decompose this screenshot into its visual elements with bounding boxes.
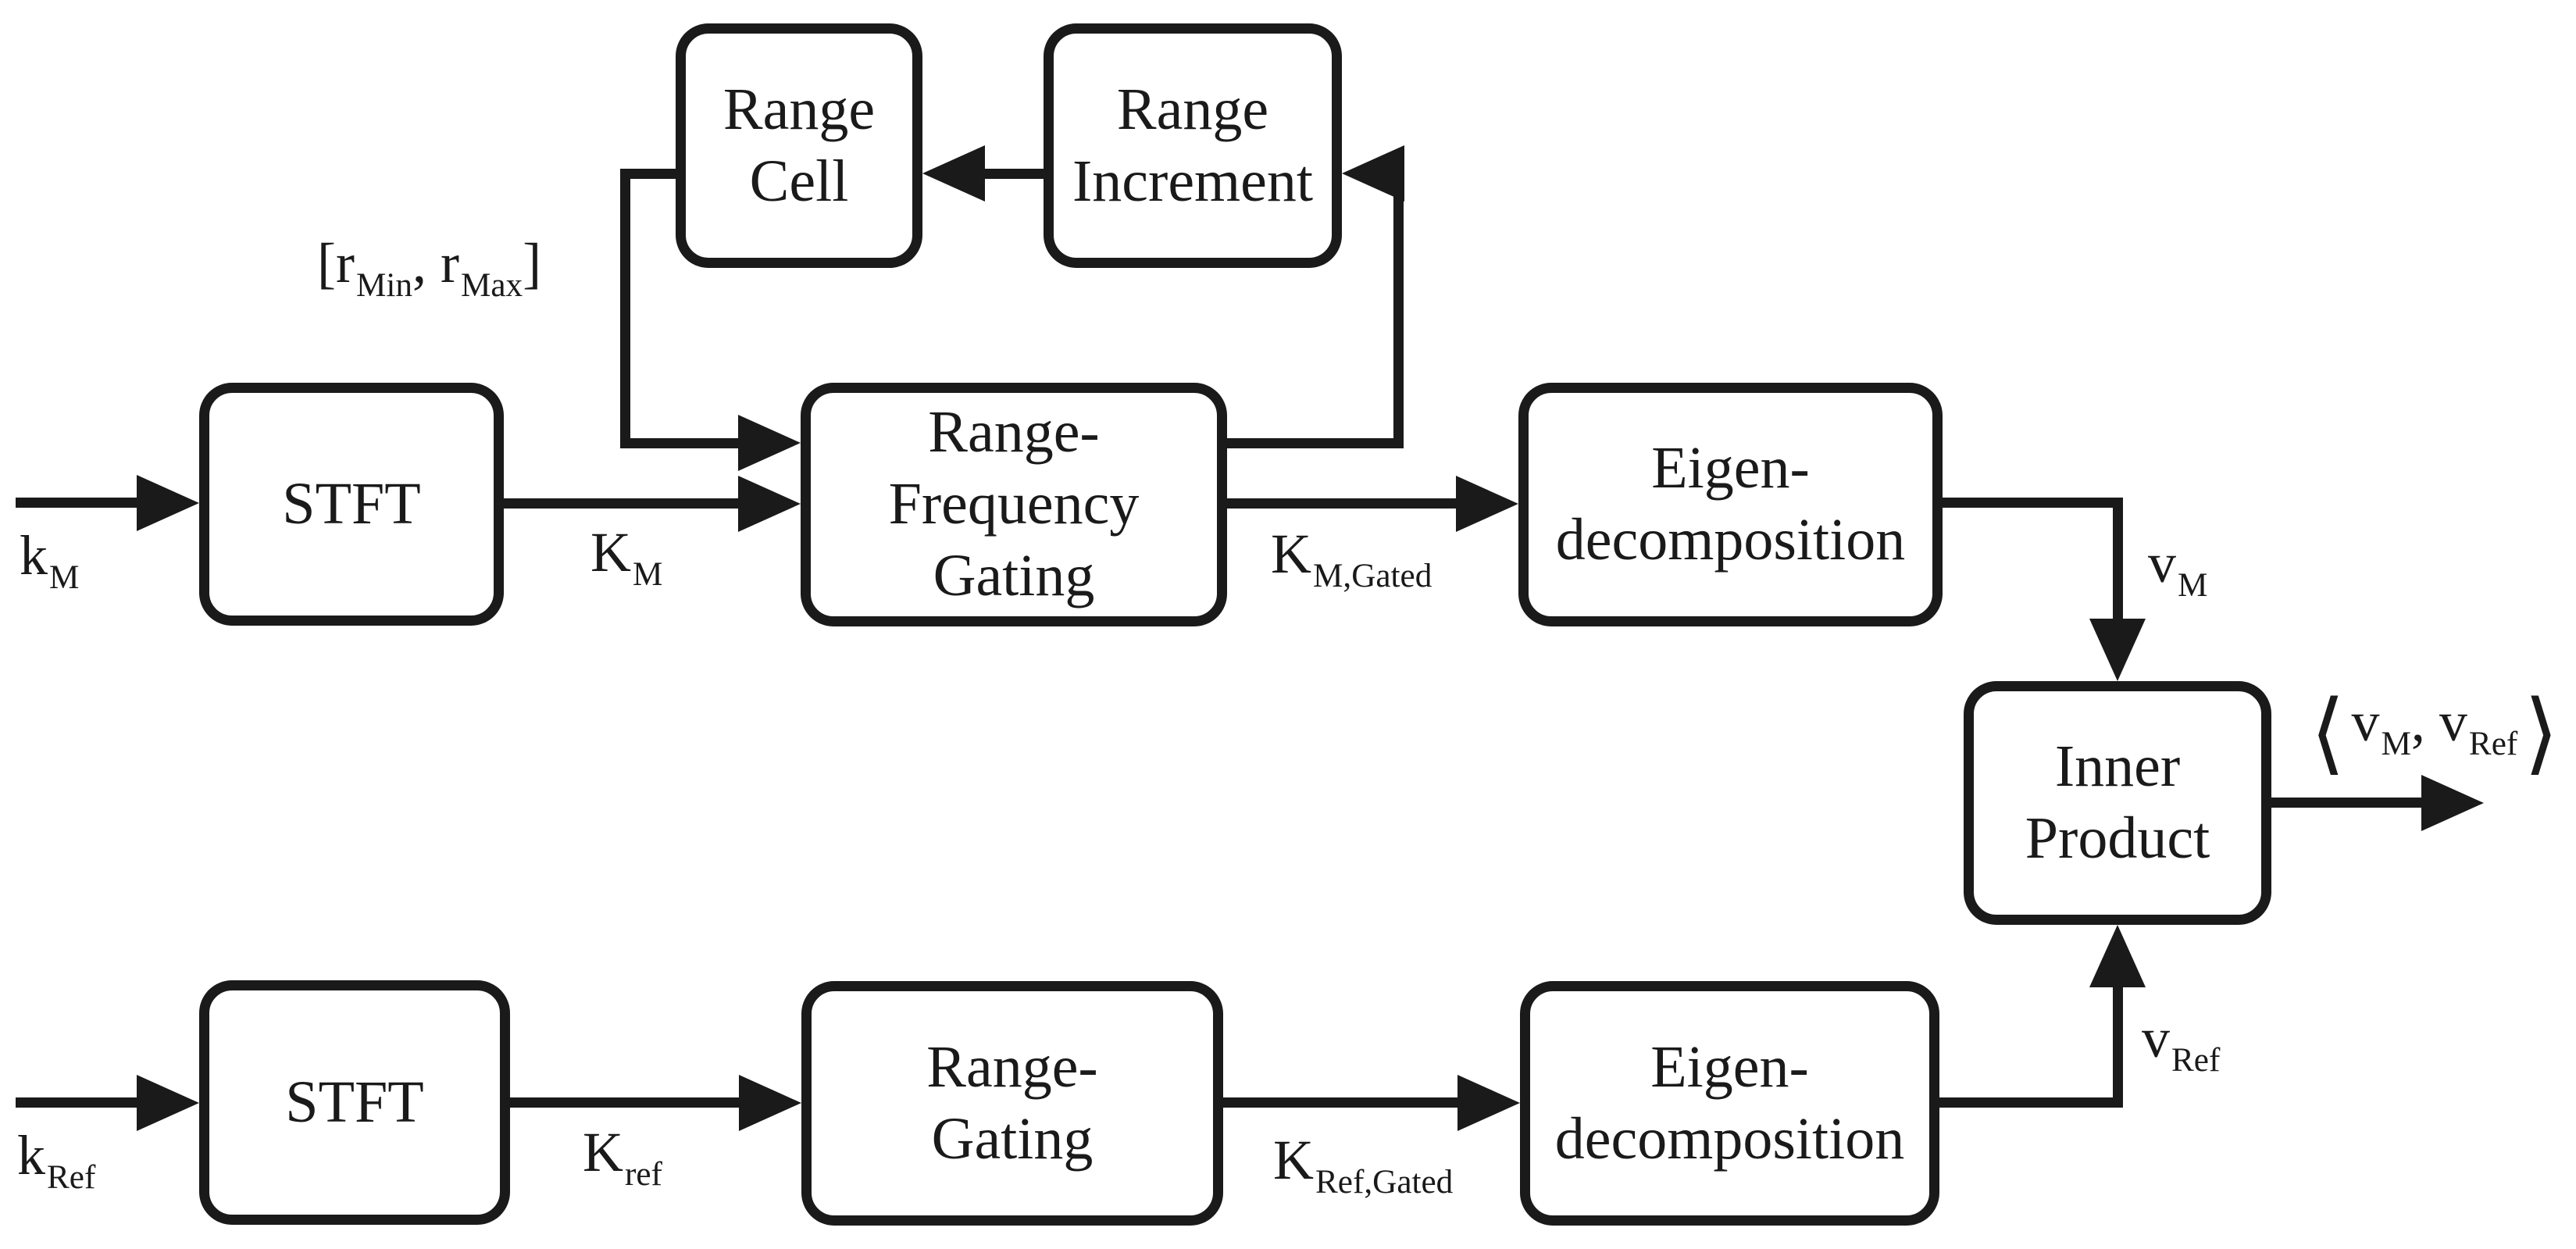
arrowhead-interval-into-gating-icon xyxy=(738,415,801,471)
node-label: decomposition xyxy=(1554,1105,1905,1172)
node-label: Increment xyxy=(1072,148,1314,214)
node-label: STFT xyxy=(285,1069,424,1135)
node-label: decomposition xyxy=(1555,507,1906,573)
wire-km-input xyxy=(16,498,141,508)
label-k-m-gated: KM,Gated xyxy=(1271,523,1432,595)
node-label: Eigen- xyxy=(1650,1033,1809,1100)
wire-kref-input xyxy=(16,1097,141,1108)
node-range-increment: Range Increment xyxy=(1044,23,1342,268)
arrowhead-km-into-gating-icon xyxy=(738,476,801,532)
wire-range-interval-to-gating xyxy=(620,438,753,448)
node-label: STFT xyxy=(282,470,421,537)
label-inner-product-result: ⟨ vM, vRef ⟩ xyxy=(2310,678,2559,787)
node-eigendecomposition-top: Eigen- decomposition xyxy=(1518,383,1943,626)
node-label: Gating xyxy=(931,1105,1094,1172)
node-inner-product: Inner Product xyxy=(1964,681,2271,925)
label-k-ref: kRef xyxy=(17,1124,96,1197)
wire-stft-top-to-gating xyxy=(504,498,746,509)
node-stft-bottom: STFT xyxy=(199,980,510,1225)
wire-vref-riser xyxy=(2113,983,2123,1103)
wire-vm-drop xyxy=(2113,498,2123,623)
wire-range-cell-out-horizontal xyxy=(620,169,686,179)
node-label: Range xyxy=(1116,76,1269,142)
node-label: Frequency xyxy=(888,471,1140,537)
label-capital-k-m: KM xyxy=(590,521,663,594)
arrowhead-into-range-cell-icon xyxy=(922,145,985,202)
node-label: Cell xyxy=(749,148,849,214)
wire-gating-feedback-horizontal xyxy=(1227,438,1404,448)
node-label: Product xyxy=(2025,805,2210,871)
arrowhead-kmgated-into-eigen-icon xyxy=(1456,476,1518,532)
arrowhead-vm-into-inner-product-icon xyxy=(2089,619,2146,681)
wire-range-gating-to-eigen xyxy=(1223,1097,1463,1108)
node-range-frequency-gating: Range- Frequency Gating xyxy=(801,383,1227,626)
label-v-m: vM xyxy=(2148,532,2208,605)
node-stft-top: STFT xyxy=(199,383,504,626)
node-label: Range- xyxy=(928,399,1100,466)
node-label: Gating xyxy=(933,542,1095,608)
label-capital-k-ref: Kref xyxy=(583,1121,662,1194)
wire-gating-feedback-riser xyxy=(1393,169,1404,448)
arrowhead-result-output-icon xyxy=(2421,775,2484,831)
wire-eigen-top-out xyxy=(1943,498,2123,508)
label-v-ref: vRef xyxy=(2142,1007,2221,1079)
angle-bracket-left-icon: ⟨ xyxy=(2310,680,2346,784)
node-label: Range- xyxy=(926,1033,1098,1100)
node-eigendecomposition-bottom: Eigen- decomposition xyxy=(1520,981,1939,1226)
node-label: Inner xyxy=(2054,733,2181,800)
node-label: Eigen- xyxy=(1651,435,1810,501)
wire-gating-to-eigen-top xyxy=(1227,498,1461,509)
wire-stft-bottom-to-gating xyxy=(510,1097,744,1108)
node-label: Range xyxy=(722,76,876,142)
arrowhead-kref-into-stft-icon xyxy=(137,1075,199,1131)
wire-inner-product-output xyxy=(2271,798,2428,808)
label-k-m: kM xyxy=(20,524,80,597)
arrowhead-into-range-increment-icon xyxy=(1342,145,1404,202)
arrowhead-kref-into-range-gating-icon xyxy=(739,1075,801,1131)
label-range-interval: [rMin, rMax] xyxy=(317,232,542,305)
node-range-gating: Range- Gating xyxy=(801,981,1223,1226)
arrowhead-krefgated-into-eigen-icon xyxy=(1457,1075,1520,1131)
node-range-cell: Range Cell xyxy=(676,23,922,268)
angle-bracket-right-icon: ⟩ xyxy=(2524,680,2559,784)
arrowhead-km-into-stft-icon xyxy=(137,475,199,531)
label-k-ref-gated: KRef,Gated xyxy=(1273,1129,1454,1201)
wire-eigen-bottom-out xyxy=(1939,1097,2123,1108)
wire-range-cell-riser xyxy=(620,169,630,448)
wire-increment-to-cell xyxy=(980,169,1044,179)
inner-product-expression: vM, vRef xyxy=(2351,691,2518,763)
arrowhead-vref-into-inner-product-icon xyxy=(2089,925,2146,987)
